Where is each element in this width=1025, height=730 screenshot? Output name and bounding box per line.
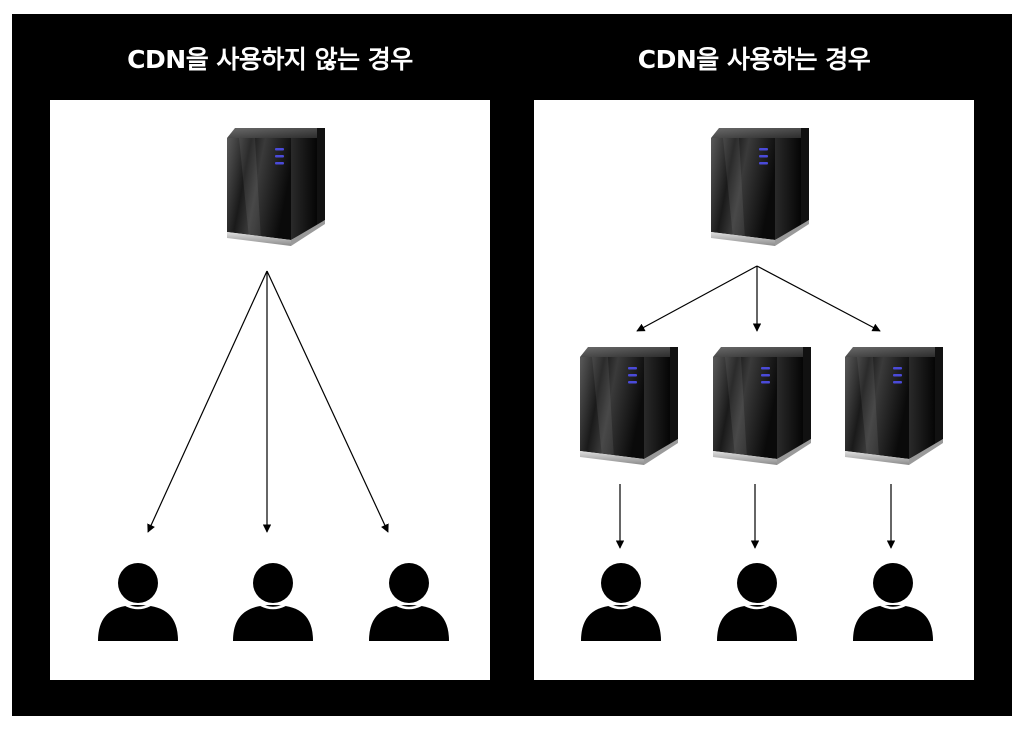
arrow-origin-to-user-1 (147, 270, 268, 533)
edge-server-icon (580, 347, 678, 465)
edge-server-icon (713, 347, 811, 465)
arrow-origin-to-edge-3 (756, 265, 881, 332)
arrow-origin-to-user-3 (266, 270, 389, 533)
user-icon (367, 561, 451, 643)
arrow-origin-to-edge-1 (636, 265, 758, 332)
panel-title-with-cdn: CDN을 사용하는 경우 (637, 45, 871, 74)
edge-server-icon (845, 347, 943, 465)
user-icon (579, 561, 663, 643)
user-icon (231, 561, 315, 643)
user-icon (715, 561, 799, 643)
origin-server-icon (227, 128, 325, 246)
panel-title-without-cdn: CDN을 사용하지 않는 경우 (127, 45, 413, 74)
user-icon (96, 561, 180, 643)
origin-server-icon (711, 128, 809, 246)
user-icon (851, 561, 935, 643)
